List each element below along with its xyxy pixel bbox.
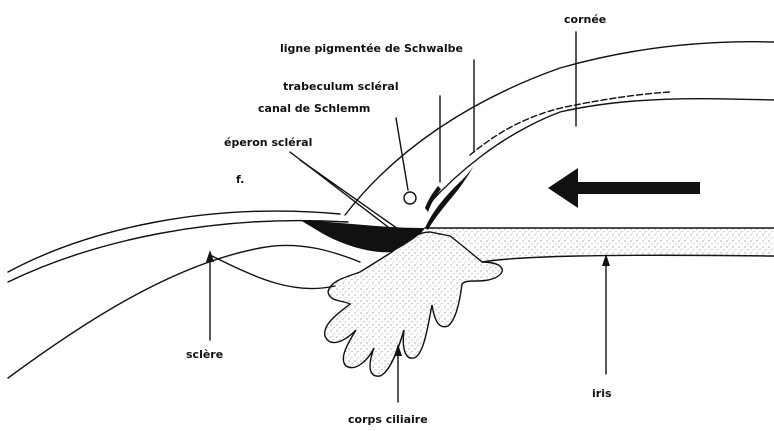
label-eperon: éperon scléral bbox=[224, 136, 312, 149]
label-schwalbe: ligne pigmentée de Schwalbe bbox=[280, 42, 463, 55]
label-iris: iris bbox=[592, 387, 612, 400]
schlemm-canal-circle bbox=[404, 192, 416, 204]
sclera-inner-line bbox=[8, 221, 348, 282]
ciliary-body bbox=[325, 232, 503, 376]
sclera-lower-curve bbox=[210, 255, 335, 289]
label-cornee: cornée bbox=[564, 13, 606, 26]
iris-body bbox=[425, 228, 774, 262]
label-sclere: sclère bbox=[186, 348, 223, 361]
ciliary-wall-line bbox=[8, 245, 360, 378]
flow-arrow bbox=[548, 168, 700, 208]
leader-schlemm bbox=[396, 118, 408, 190]
label-corps-ciliaire: corps ciliaire bbox=[348, 413, 428, 426]
label-f: f. bbox=[236, 173, 244, 186]
label-trabeculum: trabeculum scléral bbox=[283, 80, 399, 93]
descemet-dashed-line bbox=[470, 92, 670, 155]
label-schlemm: canal de Schlemm bbox=[258, 102, 370, 115]
